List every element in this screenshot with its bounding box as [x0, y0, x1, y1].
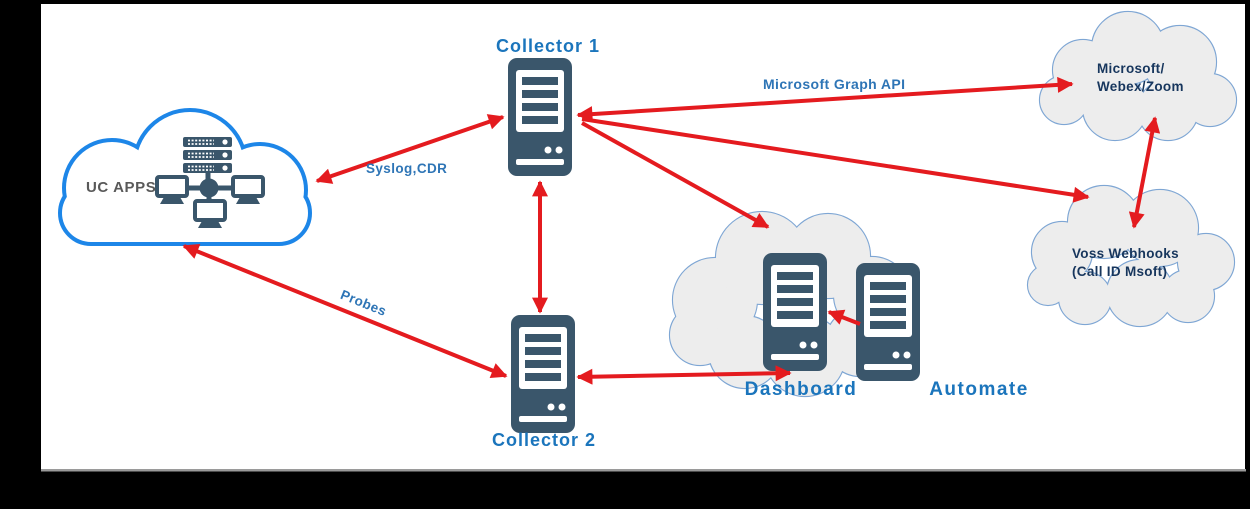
automate-server-icon [856, 263, 920, 381]
collector2-label: Collector 2 [491, 430, 597, 450]
automate-label: Automate [929, 379, 1029, 400]
arrow-automate-dashboard [827, 309, 861, 326]
surface-shadow [41, 469, 1246, 472]
voss-cloud-label: Voss Webhooks (Call ID Msoft) [1072, 245, 1179, 281]
arrow-ucapps-collector1 [315, 114, 505, 184]
collector2-server-icon [511, 315, 575, 433]
arrow-microsoft-voss [1128, 116, 1161, 229]
microsoft-cloud-label-line2: Webex/Zoom [1097, 79, 1184, 94]
collector1-server-icon [508, 58, 572, 176]
syslog-cdr-edge-label: Syslog,CDR [366, 161, 448, 176]
microsoft-cloud-label-line1: Microsoft/ [1097, 61, 1165, 76]
uc-apps-label: UC APPS [86, 179, 157, 196]
voss-cloud-label-line1: Voss Webhooks [1072, 246, 1179, 261]
arrow-collector1-dashboard [581, 121, 770, 229]
arrow-collector1-microsoft [576, 76, 1074, 123]
rack-server-icon [183, 137, 232, 173]
uc-apps-network-icon [155, 137, 265, 230]
collector1-label: Collector 1 [495, 36, 601, 56]
arrow-collector1-voss [581, 117, 1090, 203]
arrow-collector2-dashboard [576, 365, 792, 385]
graph-api-edge-label: Microsoft Graph API [763, 76, 906, 92]
dashboard-label: Dashboard [744, 379, 858, 400]
dashboard-server-icon [763, 253, 827, 371]
arrow-ucapps-collector2 [182, 243, 508, 379]
arrows-layer [182, 76, 1161, 385]
network-hub-icon [199, 178, 219, 198]
voss-cloud-label-line2: (Call ID Msoft) [1072, 264, 1168, 279]
microsoft-cloud-label: Microsoft/ Webex/Zoom [1097, 60, 1184, 96]
